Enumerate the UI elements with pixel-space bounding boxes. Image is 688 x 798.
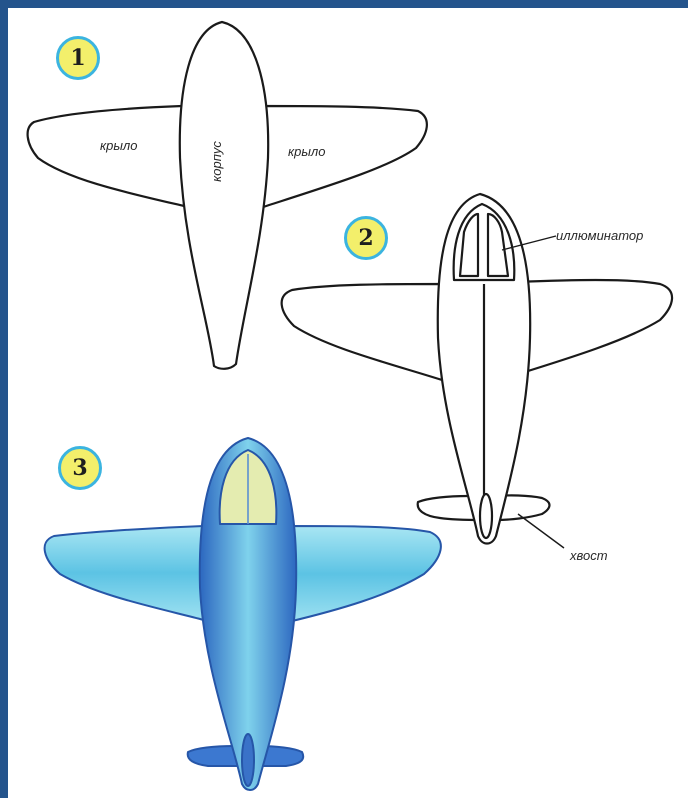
wing-left-outline — [28, 106, 184, 206]
wing-left-label: крыло — [100, 138, 138, 153]
wing-right-colored — [288, 526, 441, 622]
wing-left-colored — [45, 526, 204, 620]
tail-label: хвост — [570, 548, 608, 563]
wing-right-outline — [512, 280, 672, 376]
step-2-number: 2 — [358, 225, 373, 251]
step-1-number: 1 — [70, 45, 85, 71]
tail-leader-line — [518, 514, 564, 548]
step-1-badge: 1 — [56, 36, 100, 80]
body-label: корпус — [209, 141, 224, 182]
drawing-canvas — [8, 8, 688, 798]
fuselage-outline — [180, 22, 268, 369]
tail-fin — [480, 494, 492, 538]
step-2-badge: 2 — [344, 216, 388, 260]
step-3-badge: 3 — [58, 446, 102, 490]
plane-step-3 — [45, 438, 441, 790]
wing-left-outline — [282, 284, 442, 380]
wing-right-outline — [260, 106, 427, 208]
tail-fin-colored — [242, 734, 254, 786]
porthole-label: иллюминатор — [556, 228, 643, 243]
step-3-number: 3 — [72, 455, 87, 481]
plane-step-2 — [282, 194, 672, 548]
wing-right-label: крыло — [288, 144, 326, 159]
